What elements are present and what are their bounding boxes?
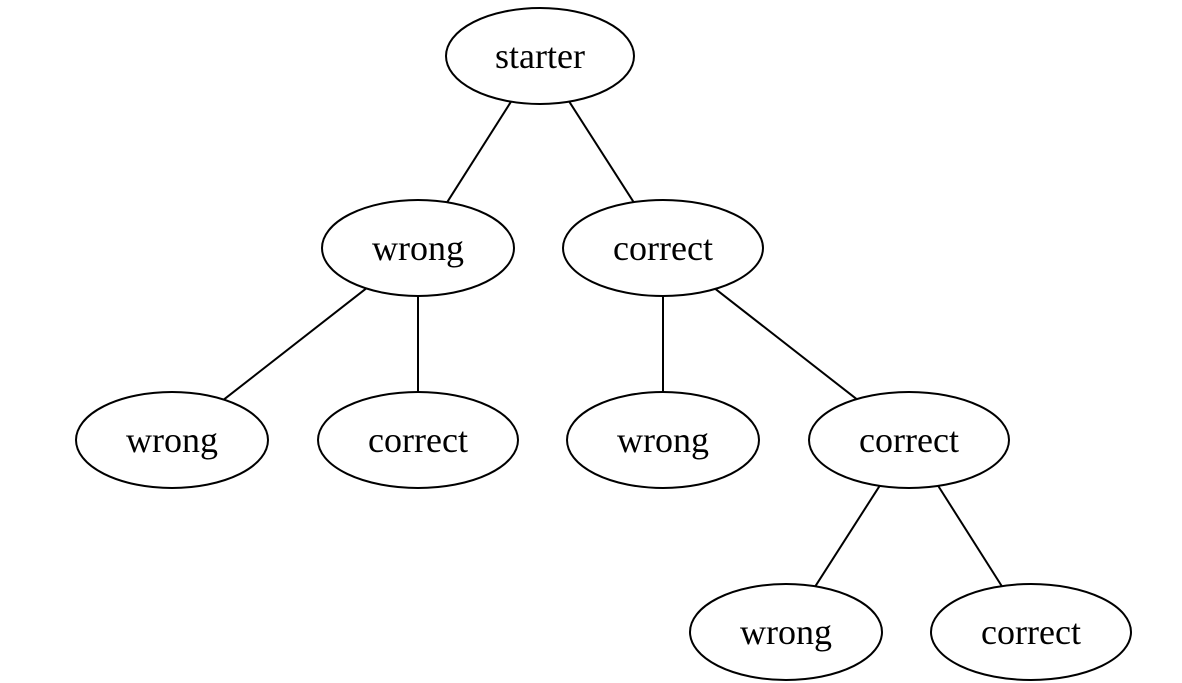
node-correct-3-ellipse	[808, 391, 1010, 489]
node-correct-2: correct	[317, 391, 519, 489]
edge-starter-correct	[568, 101, 635, 203]
node-correct-1-label: correct	[613, 228, 713, 268]
node-wrong-1: wrong	[321, 199, 515, 297]
edge-correct-correct-wrong	[814, 485, 881, 587]
node-wrong-3: wrong	[566, 391, 760, 489]
node-wrong-1-label: wrong	[372, 228, 464, 268]
node-correct-1: correct	[562, 199, 764, 297]
node-correct-4-ellipse	[930, 583, 1132, 681]
node-correct-4-label: correct	[981, 612, 1081, 652]
edge-correct-correct-correct	[937, 485, 1003, 587]
node-correct-3: correct	[808, 391, 1010, 489]
edge-correct-correct	[714, 288, 858, 400]
node-wrong-2: wrong	[75, 391, 269, 489]
node-wrong-3-label: wrong	[617, 420, 709, 460]
node-starter-label: starter	[495, 36, 585, 76]
node-wrong-1-ellipse	[321, 199, 515, 297]
node-wrong-4-ellipse	[689, 583, 883, 681]
node-correct-4: correct	[930, 583, 1132, 681]
node-starter-ellipse	[445, 7, 635, 105]
edges-layer	[223, 101, 1003, 587]
node-starter: starter	[445, 7, 635, 105]
node-correct-3-label: correct	[859, 420, 959, 460]
edge-starter-wrong	[446, 101, 512, 203]
node-wrong-4-label: wrong	[740, 612, 832, 652]
node-wrong-4: wrong	[689, 583, 883, 681]
node-wrong-2-ellipse	[75, 391, 269, 489]
node-correct-1-ellipse	[562, 199, 764, 297]
node-correct-2-label: correct	[368, 420, 468, 460]
node-correct-2-ellipse	[317, 391, 519, 489]
node-wrong-3-ellipse	[566, 391, 760, 489]
nodes-layer: starter wrong correct wrong correct wron…	[75, 7, 1132, 681]
node-wrong-2-label: wrong	[126, 420, 218, 460]
edge-wrong-wrong	[223, 287, 367, 401]
